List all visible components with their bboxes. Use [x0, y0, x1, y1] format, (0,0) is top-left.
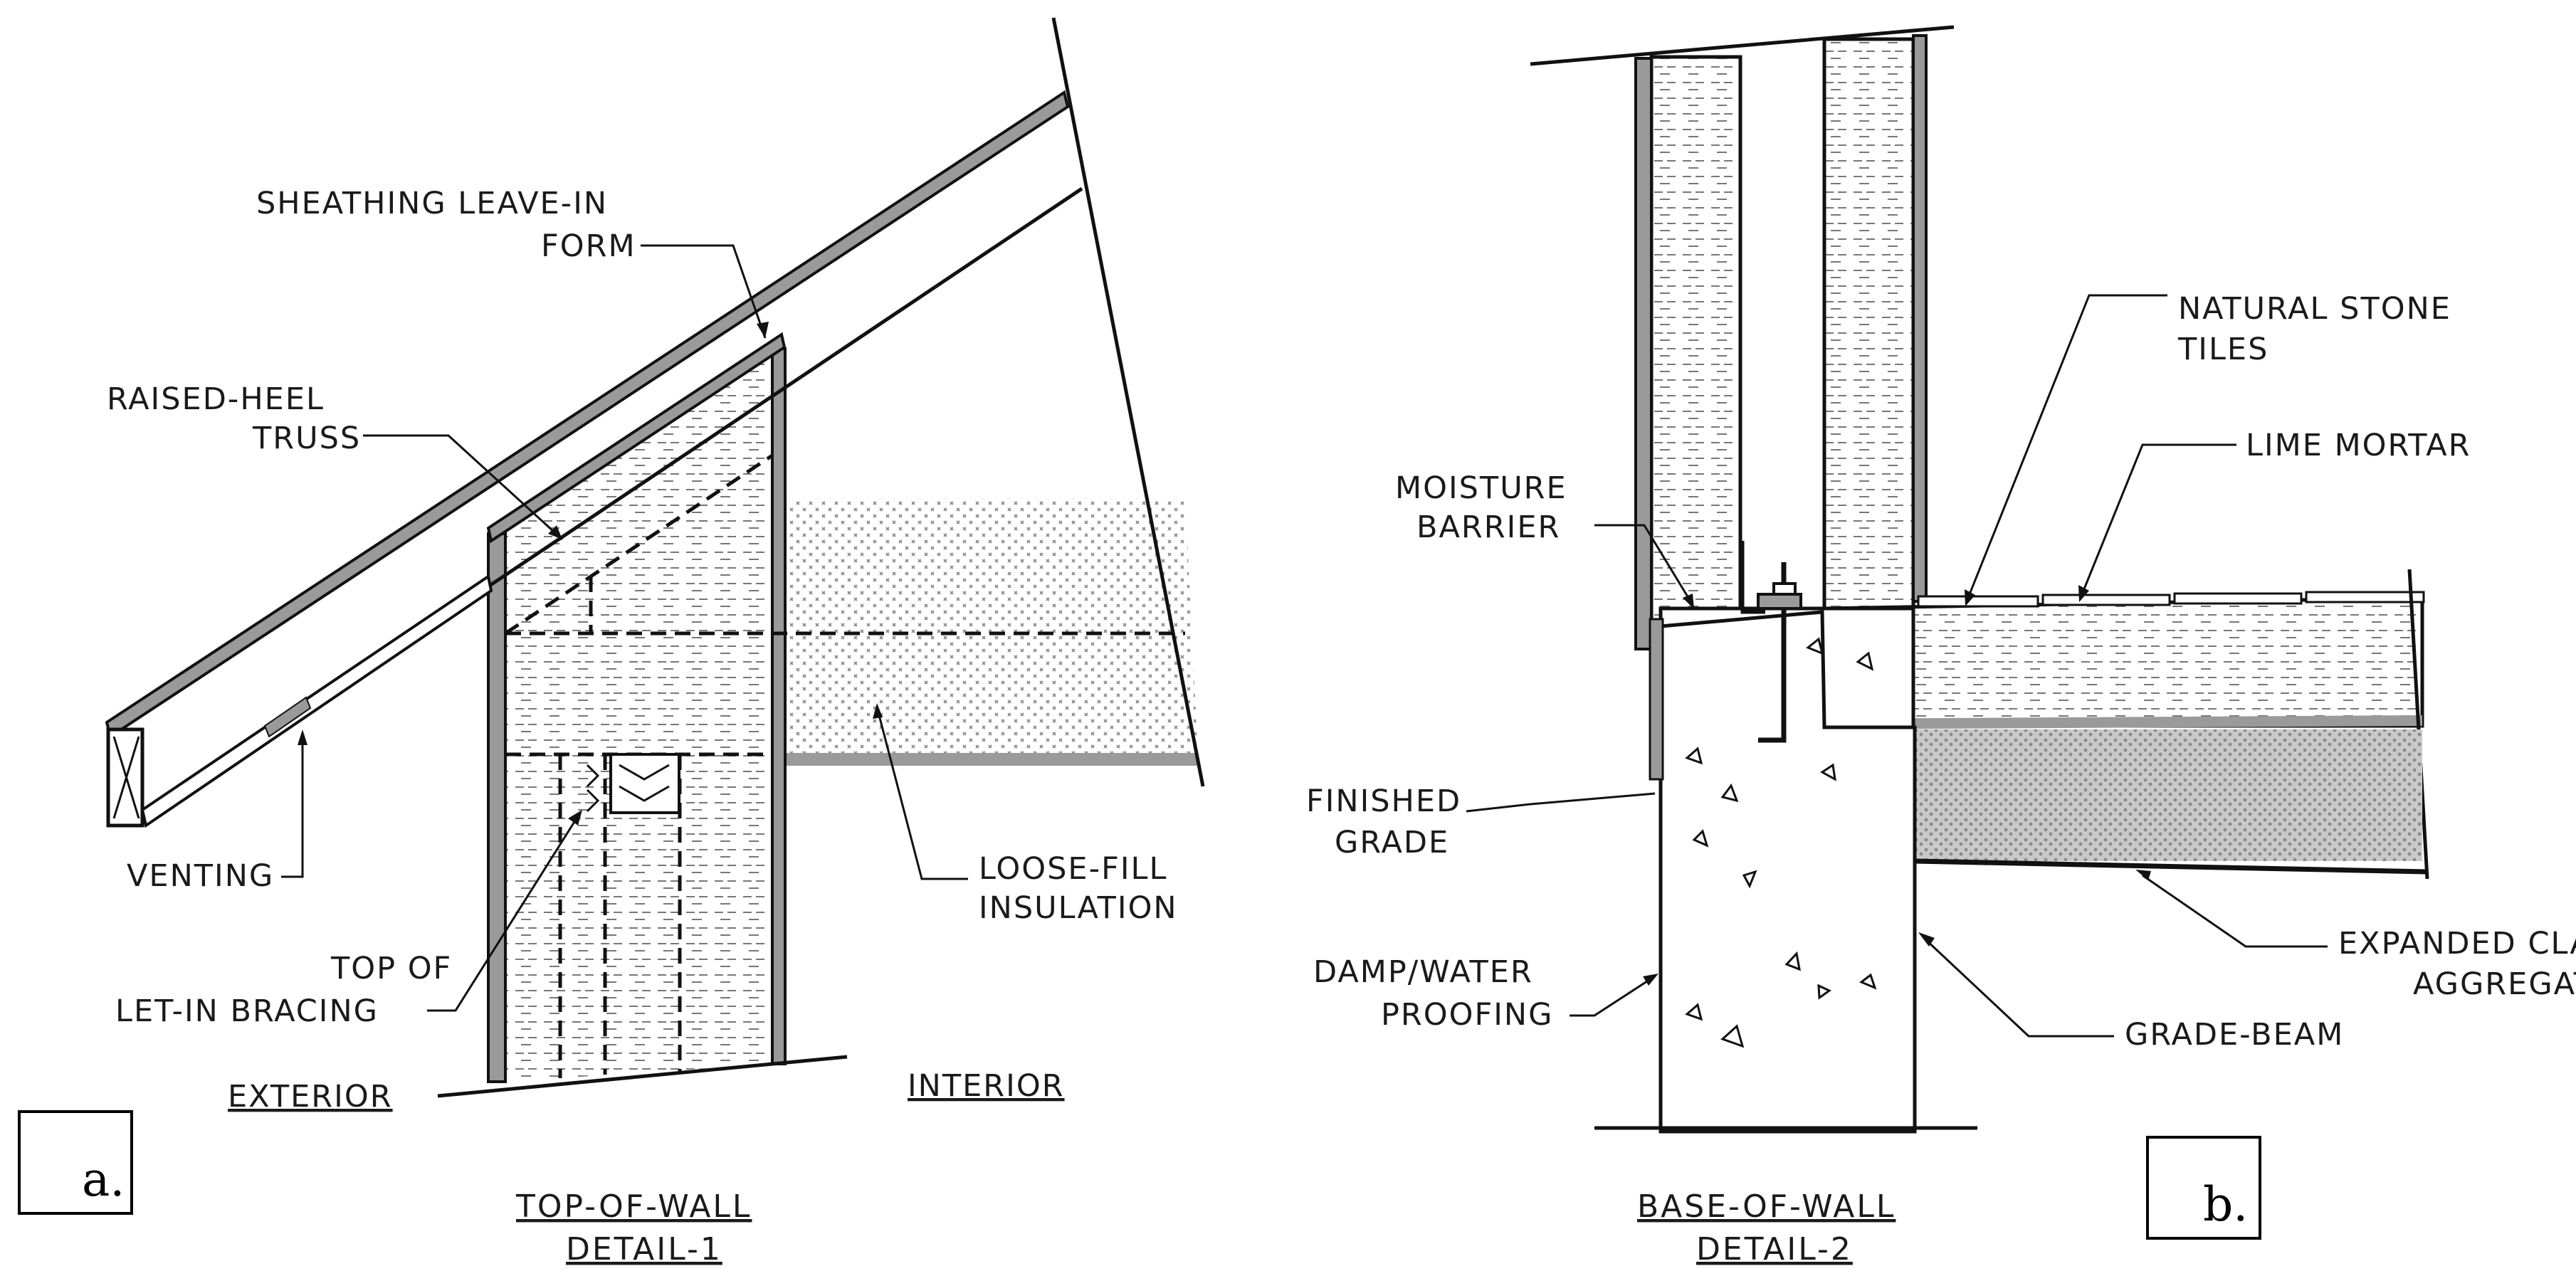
callout-clay-line1: EXPANDED CLAY: [2338, 926, 2576, 961]
callout-loose-fill-line2: INSULATION: [979, 890, 1178, 926]
callout-grade-line2: GRADE: [1335, 825, 1449, 860]
panel-label-a-text: a.: [82, 1152, 125, 1207]
callout-truss-line2: TRUSS: [252, 421, 361, 456]
panel-label-a: a.: [18, 1110, 133, 1215]
callout-bracing-line1: TOP OF: [330, 951, 452, 986]
callout-sheathing-line2: FORM: [541, 228, 636, 264]
label-interior: INTERIOR: [908, 1068, 1065, 1104]
callout-clay-line2: AGGREGATE: [2413, 966, 2576, 1002]
detail-a-title-line2: DETAIL-1: [566, 1231, 722, 1267]
callout-loose-fill-line1: LOOSE-FILL: [979, 851, 1167, 887]
detail-b-title-line1: BASE-OF-WALL: [1637, 1188, 1896, 1225]
callout-bracing-line2: LET-IN BRACING: [115, 993, 379, 1029]
callout-moisture-line2: BARRIER: [1416, 510, 1560, 545]
callout-mortar: LIME MORTAR: [2246, 428, 2471, 463]
detail-b-title-line2: DETAIL-2: [1696, 1231, 1853, 1267]
callout-stone-line2: TILES: [2177, 332, 2269, 367]
panel-label-b: b.: [2146, 1136, 2261, 1240]
callout-beam: GRADE-BEAM: [2125, 1017, 2344, 1053]
callout-sheathing-line1: SHEATHING LEAVE-IN: [256, 186, 608, 221]
callout-venting: VENTING: [127, 858, 274, 894]
callout-damp-line1: DAMP/WATER: [1313, 954, 1533, 990]
callout-grade-line1: FINISHED: [1306, 784, 1461, 819]
callout-stone-line1: NATURAL STONE: [2178, 291, 2451, 327]
callout-damp-line2: PROOFING: [1381, 997, 1553, 1033]
callout-truss-line1: RAISED-HEEL: [107, 381, 325, 417]
callout-moisture-line1: MOISTURE: [1395, 470, 1567, 506]
label-exterior: EXTERIOR: [228, 1079, 393, 1114]
detail-b-drawing: [1466, 25, 2429, 1134]
concrete-aggregate-marks: [1685, 637, 1877, 1048]
detail-a-drawing: [105, 17, 1205, 1098]
detail-a-title-line1: TOP-OF-WALL: [515, 1188, 752, 1225]
stone-tiles-row: [1917, 591, 2425, 608]
panel-label-b-text: b.: [2203, 1177, 2248, 1232]
